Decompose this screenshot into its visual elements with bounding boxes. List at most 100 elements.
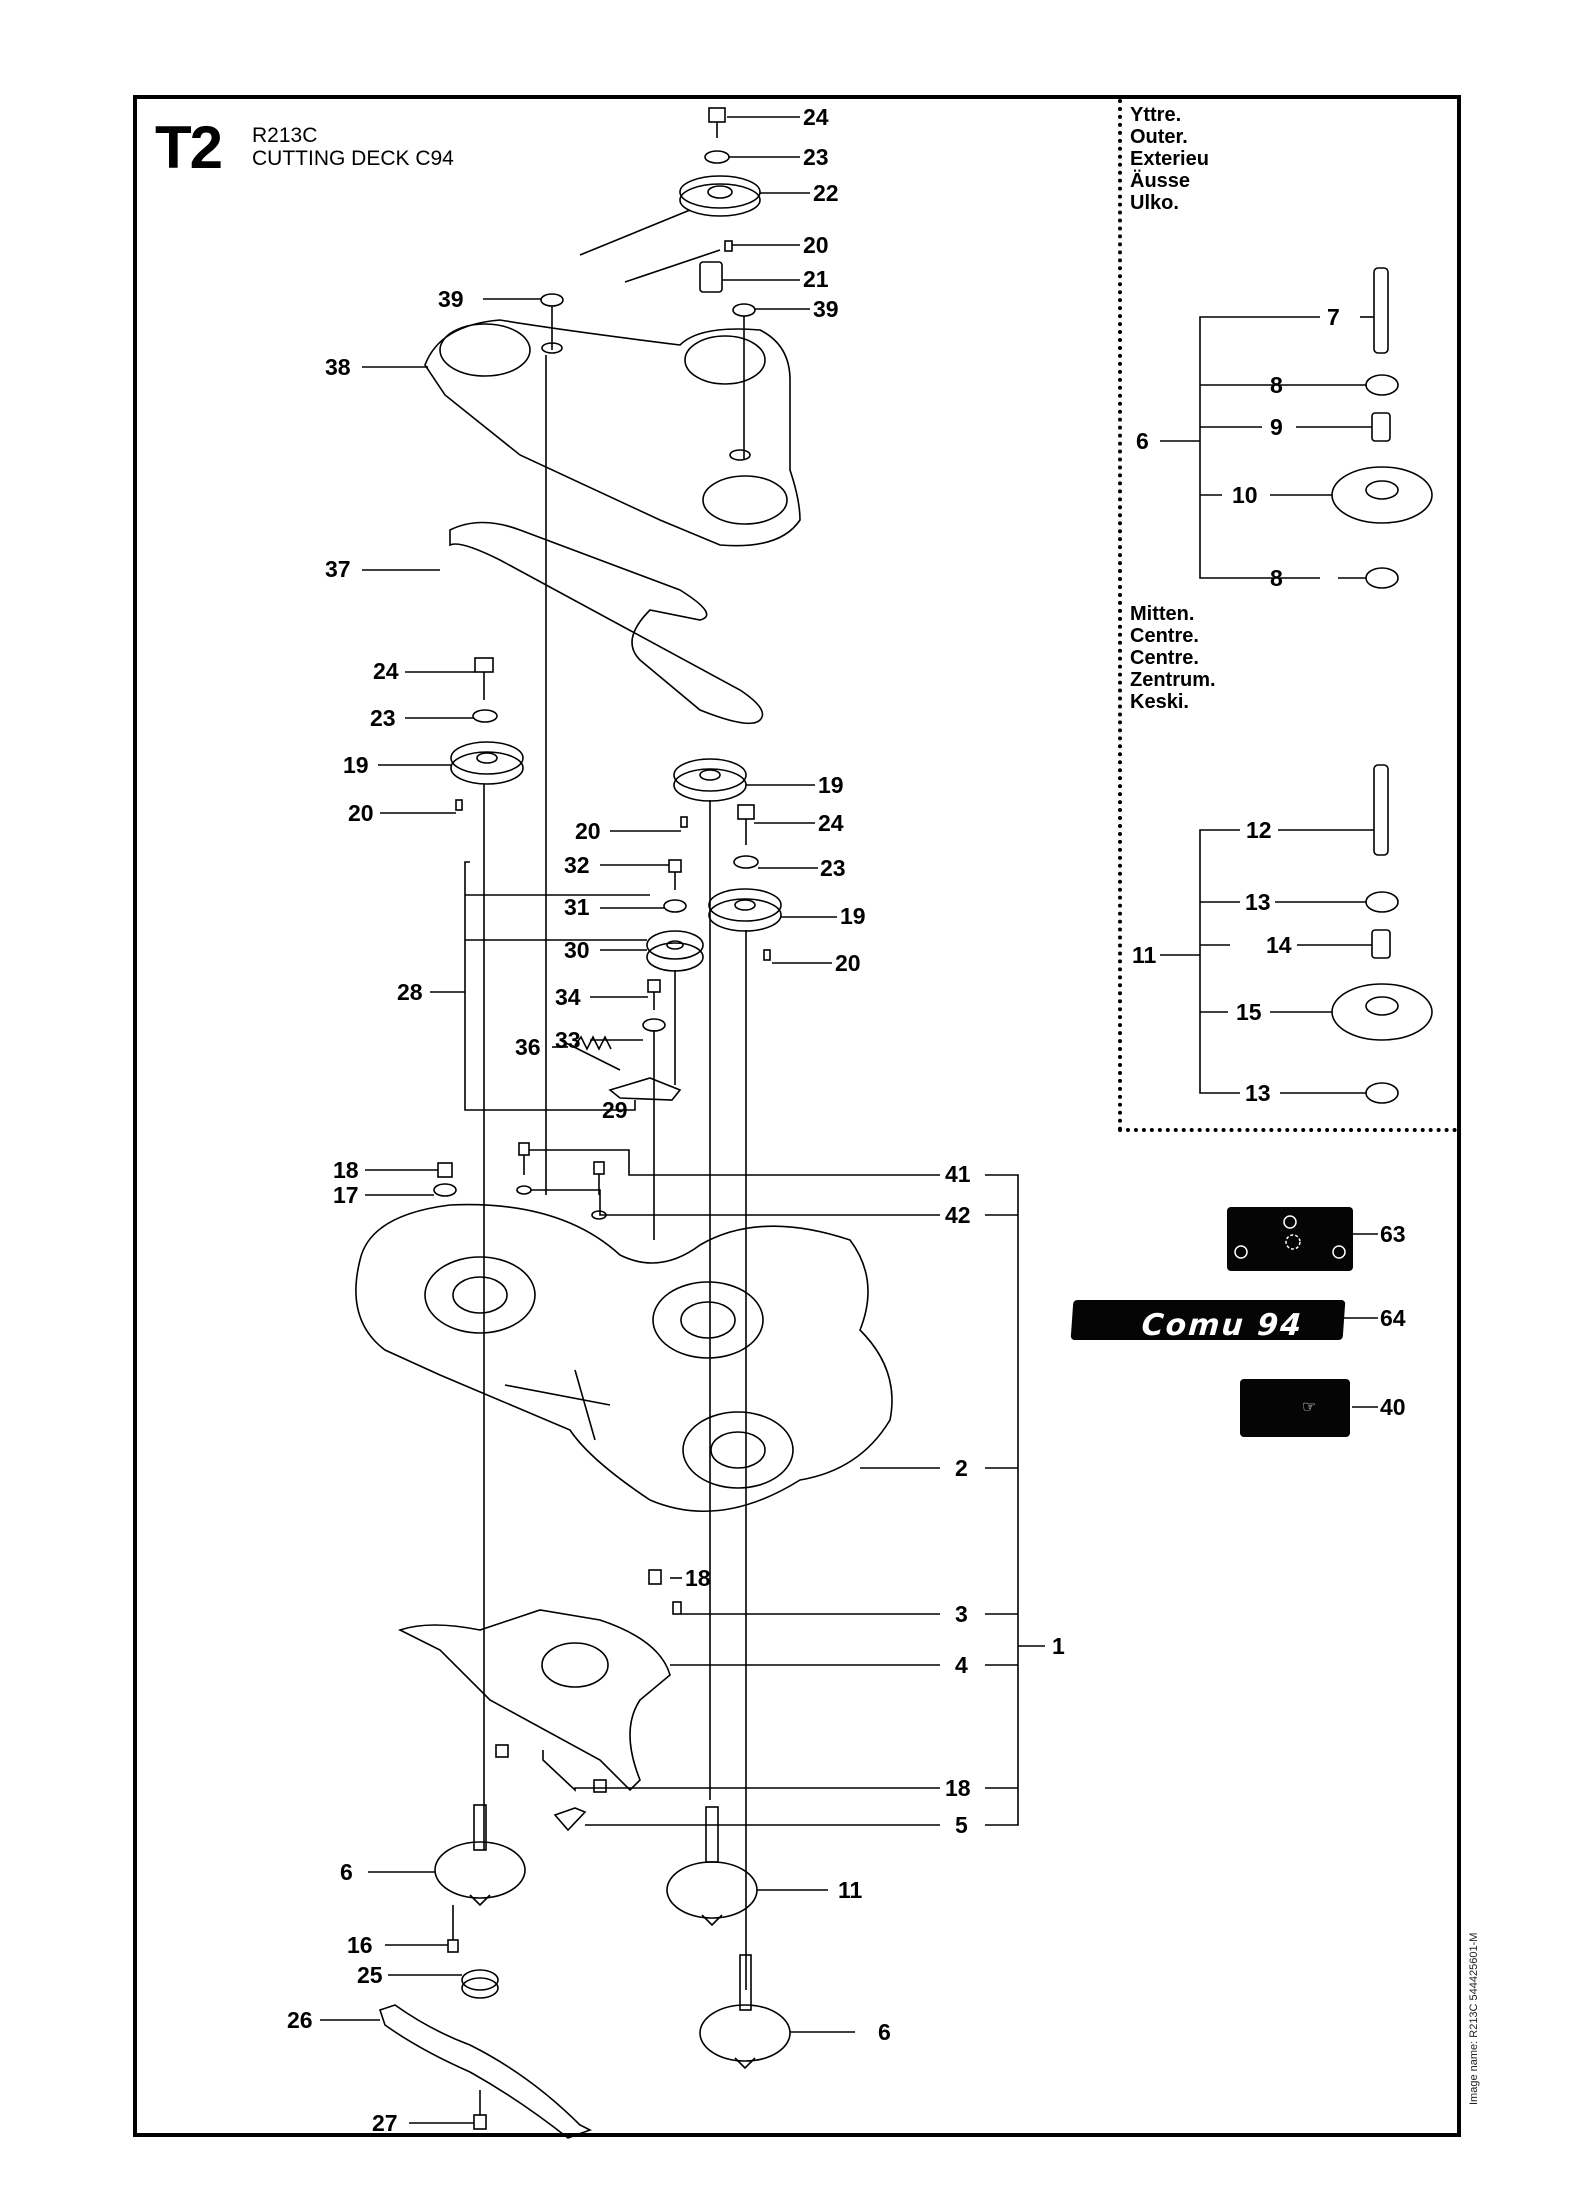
callout-39: 39 bbox=[438, 286, 464, 312]
key-20-lower-icon bbox=[763, 949, 771, 961]
callout-41: 41 bbox=[945, 1161, 971, 1187]
bolt-24-left-icon bbox=[474, 657, 494, 700]
hand-warning-icon: ☞ bbox=[1302, 1399, 1317, 1416]
bolt-41a-icon bbox=[518, 1142, 530, 1175]
callout-63: 63 bbox=[1380, 1221, 1406, 1247]
key-20-mid-icon bbox=[680, 816, 688, 828]
wing-nut-5-icon bbox=[553, 1807, 587, 1832]
callout-24: 24 bbox=[373, 658, 399, 684]
pulley-19-lower-icon bbox=[708, 888, 782, 932]
bushing-21-icon bbox=[699, 261, 723, 293]
variant-center-de: Zentrum. bbox=[1130, 669, 1216, 691]
callout-23: 23 bbox=[803, 144, 829, 170]
pulley-19-left-icon bbox=[450, 741, 524, 785]
variant-center-sv: Mitten. bbox=[1130, 603, 1195, 625]
housing-10-icon bbox=[1331, 466, 1433, 524]
callout-27: 27 bbox=[372, 2110, 398, 2136]
bearing-8-bottom-icon bbox=[1365, 567, 1399, 589]
v-belt-37-icon bbox=[449, 521, 764, 725]
nut-18-lower-a-icon bbox=[495, 1744, 509, 1758]
callout-17: 17 bbox=[333, 1182, 359, 1208]
key-20-left-icon bbox=[455, 799, 463, 811]
model-name: R213C bbox=[252, 124, 318, 147]
bolt-32-icon bbox=[668, 859, 682, 890]
spacer-9-icon bbox=[1371, 412, 1391, 442]
decal-63 bbox=[1227, 1207, 1353, 1271]
screw-39-right-icon bbox=[732, 303, 756, 460]
pulley-22-icon bbox=[679, 175, 761, 217]
diagram-title: R213C CUTTING DECK C94 bbox=[252, 124, 454, 170]
assembly-title: CUTTING DECK C94 bbox=[252, 147, 454, 170]
blade-bolt-27-icon bbox=[473, 2090, 487, 2130]
callout-33: 33 bbox=[555, 1027, 581, 1053]
baffle-4-icon bbox=[397, 1609, 671, 1792]
bolt-34-icon bbox=[647, 979, 661, 1010]
shaft-7-icon bbox=[1373, 267, 1389, 354]
adapter-25-icon bbox=[461, 1969, 499, 1999]
variant-outer-fi: Ulko. bbox=[1130, 192, 1179, 214]
callout-40: 40 bbox=[1380, 1394, 1406, 1420]
callout-19: 19 bbox=[818, 772, 844, 798]
key-20-top-icon bbox=[724, 240, 733, 252]
spindle-6-right-icon bbox=[699, 1954, 791, 2070]
callout-39: 39 bbox=[813, 296, 839, 322]
decal-63-holes-icon bbox=[1234, 1215, 1346, 1259]
callout-20: 20 bbox=[803, 232, 829, 258]
callout-8: 8 bbox=[1270, 372, 1283, 398]
callout-3: 3 bbox=[955, 1601, 968, 1627]
callout-11: 11 bbox=[838, 1877, 863, 1903]
callout-31: 31 bbox=[564, 894, 590, 920]
variant-outer-de: Äusse bbox=[1130, 170, 1191, 192]
bolt-41b-icon bbox=[593, 1161, 605, 1195]
callout-34: 34 bbox=[555, 984, 581, 1010]
callout-23: 23 bbox=[820, 855, 846, 881]
callout-15: 15 bbox=[1236, 999, 1262, 1025]
variant-center-fr: Centre. bbox=[1130, 647, 1199, 669]
callout-10: 10 bbox=[1232, 482, 1258, 508]
callout-64: 64 bbox=[1380, 1305, 1406, 1331]
belt-cover-38-icon bbox=[424, 319, 801, 547]
spacer-14-icon bbox=[1371, 929, 1391, 959]
diagram-frame bbox=[133, 95, 1461, 2137]
callout-29: 29 bbox=[602, 1097, 628, 1123]
callout-12: 12 bbox=[1246, 817, 1272, 843]
idler-arm-29-icon bbox=[608, 1077, 682, 1101]
bolt-24-top-icon bbox=[708, 107, 726, 138]
callout-13: 13 bbox=[1245, 889, 1271, 915]
washer-23-top-icon bbox=[704, 150, 730, 164]
nut-18-mid-icon bbox=[648, 1569, 662, 1585]
callout-6: 6 bbox=[1136, 428, 1149, 454]
spring-36-icon bbox=[559, 1035, 621, 1071]
callout-20: 20 bbox=[348, 800, 374, 826]
idler-pulley-30-icon bbox=[646, 930, 704, 972]
bearing-8-top-icon bbox=[1365, 374, 1399, 396]
callout-13: 13 bbox=[1245, 1080, 1271, 1106]
badge-text: Comu 94 bbox=[1140, 1308, 1305, 1343]
callout-25: 25 bbox=[357, 1962, 383, 1988]
callout-24: 24 bbox=[818, 810, 844, 836]
callout-32: 32 bbox=[564, 852, 590, 878]
callout-19: 19 bbox=[840, 903, 866, 929]
nut-18-top-icon bbox=[437, 1162, 453, 1178]
callout-20: 20 bbox=[575, 818, 601, 844]
shaft-12-icon bbox=[1373, 764, 1389, 856]
spindle-6-left-icon bbox=[434, 1804, 526, 1907]
variant-outer-sv: Yttre. bbox=[1130, 104, 1182, 126]
washer-31-icon bbox=[663, 899, 687, 913]
callout-11: 11 bbox=[1132, 942, 1157, 968]
screw-39-left-icon bbox=[540, 293, 564, 350]
variant-outer-en: Outer. bbox=[1130, 126, 1188, 148]
callout-23: 23 bbox=[370, 705, 396, 731]
washer-33-icon bbox=[642, 1018, 666, 1032]
callout-30: 30 bbox=[564, 937, 590, 963]
callout-18: 18 bbox=[685, 1565, 711, 1591]
callout-22: 22 bbox=[813, 180, 839, 206]
callout-24: 24 bbox=[803, 104, 829, 130]
decal-64-model-badge: Comu 94 bbox=[1070, 1300, 1346, 1343]
bearing-13-bottom-icon bbox=[1365, 1082, 1399, 1104]
bolt-16-icon bbox=[447, 1905, 459, 1953]
callout-42: 42 bbox=[945, 1202, 971, 1228]
callout-21: 21 bbox=[803, 266, 829, 292]
bearing-13-top-icon bbox=[1365, 891, 1399, 913]
callout-28: 28 bbox=[397, 979, 423, 1005]
